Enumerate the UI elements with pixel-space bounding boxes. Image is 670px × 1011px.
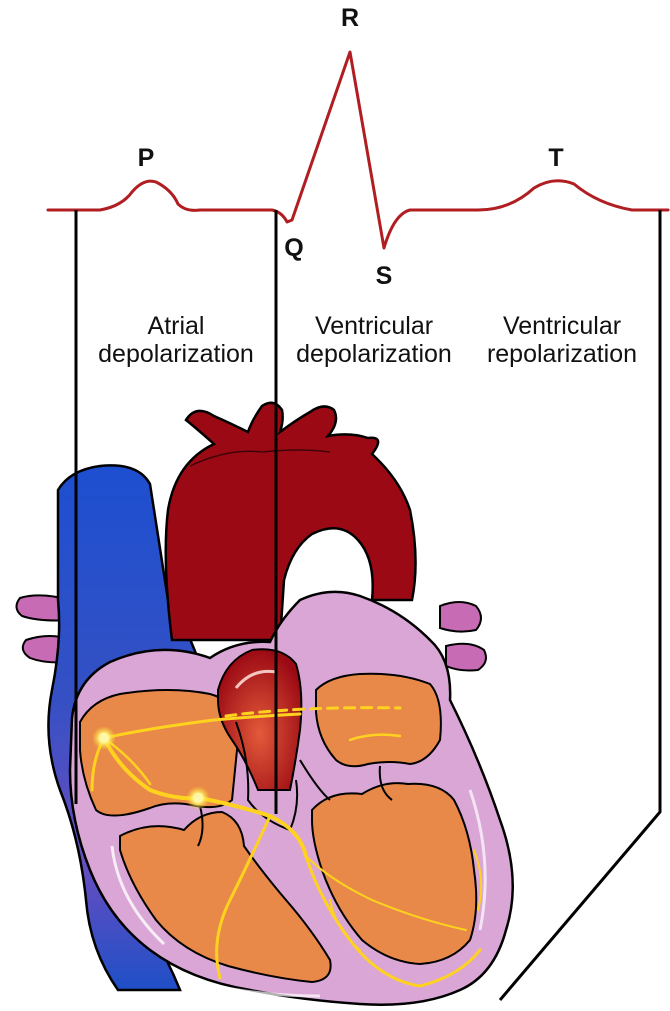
phase-atrial-line1: Atrial (148, 312, 205, 340)
phase-vrepol-line2: repolarization (487, 340, 637, 368)
phase-atrial-line2: depolarization (98, 340, 254, 368)
phase-label-ventricular-depolarization: Ventricular depolarization (296, 312, 452, 368)
wave-label-q: Q (284, 234, 303, 262)
right-atrium-chamber (80, 690, 240, 816)
phase-label-ventricular-repolarization: Ventricular repolarization (487, 312, 637, 368)
left-atrium-chamber (316, 674, 441, 767)
phase-vdepol-line1: Ventricular (315, 312, 433, 340)
wave-label-p: P (138, 144, 155, 172)
phase-label-atrial: Atrial depolarization (98, 312, 254, 368)
phase-vrepol-line1: Ventricular (503, 312, 621, 340)
heart-illustration (16, 403, 512, 1005)
wave-label-t: T (548, 144, 563, 172)
pulmonary-veins-right (440, 602, 486, 671)
wave-label-s: S (376, 262, 393, 290)
phase-vdepol-line2: depolarization (296, 340, 452, 368)
wave-label-r: R (341, 4, 359, 32)
